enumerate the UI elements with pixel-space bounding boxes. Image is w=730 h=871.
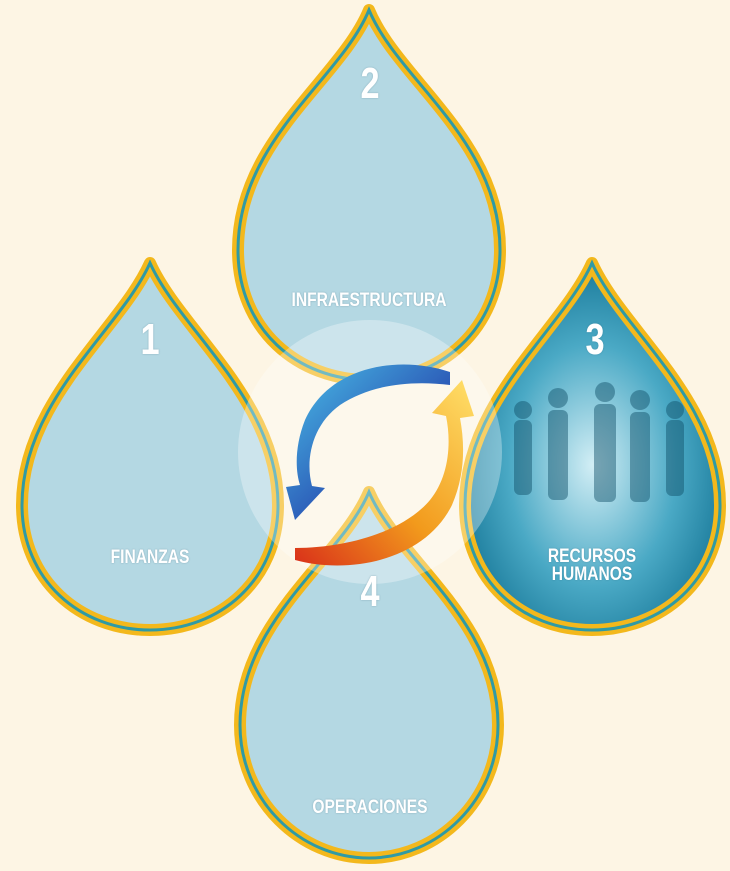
drop-number-2: 2	[360, 59, 380, 108]
drop-label-infraestructura: INFRAESTRUCTURA	[291, 290, 447, 311]
drop-number-4: 4	[360, 567, 380, 616]
drop-label-finanzas: FINANZAS	[110, 547, 190, 568]
drop-operaciones	[234, 486, 504, 864]
cycle-arrows-icon	[286, 364, 474, 566]
drop-label-recursos: RECURSOS	[547, 546, 637, 567]
business-people-silhouettes	[514, 382, 684, 502]
drop-number-3: 3	[585, 315, 605, 364]
drop-finanzas	[16, 257, 284, 636]
drop-recursos-humanos	[459, 257, 726, 636]
drop-label-operaciones: OPERACIONES	[312, 797, 428, 818]
drop-label-humanos: HUMANOS	[551, 564, 633, 585]
drop-number-1: 1	[140, 315, 160, 364]
